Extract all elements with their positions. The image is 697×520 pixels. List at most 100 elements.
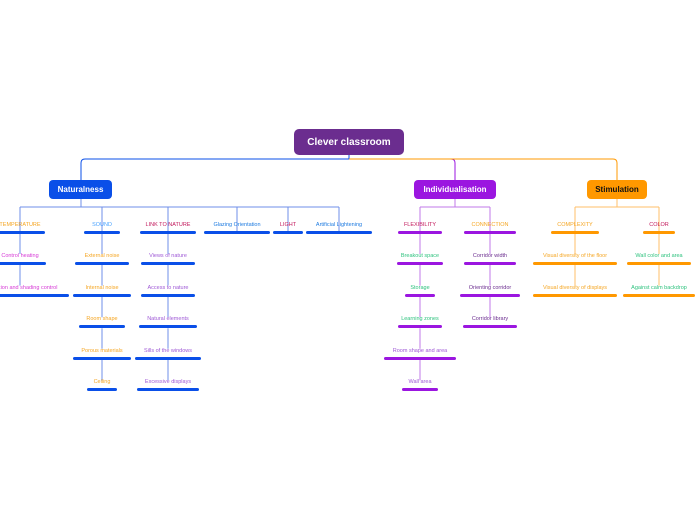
node-underline — [397, 262, 443, 265]
node-label: COMPLEXITY — [557, 222, 593, 228]
leaf-node[interactable]: Excessive displays — [103, 378, 233, 392]
node-underline — [384, 356, 456, 360]
leaf-node[interactable]: Natural elements — [103, 315, 233, 329]
branch-connector — [349, 158, 456, 180]
node-underline — [533, 293, 617, 297]
leaf-node[interactable]: Wall color and area — [594, 252, 697, 266]
node-label: Orienting corridor — [468, 284, 512, 291]
branch-node-individualisation[interactable]: Individualisation — [414, 180, 496, 199]
leaf-node[interactable]: External noise — [37, 252, 167, 266]
node-label: Sills of the windows — [144, 347, 192, 354]
node-label: Against calm backdrop — [631, 284, 687, 291]
node-underline — [137, 388, 199, 392]
category-node[interactable]: COMPLEXITY — [510, 221, 640, 235]
leaf-node[interactable]: Control heating — [0, 252, 85, 266]
node-underline — [623, 293, 695, 297]
leaf-node[interactable]: Room shape — [37, 315, 167, 329]
leaf-node[interactable]: Against calm backdrop — [594, 284, 697, 298]
branch-connector — [349, 158, 618, 180]
category-node[interactable]: TEMPERATURE — [0, 221, 85, 235]
leaf-node[interactable]: Room shape and area — [355, 347, 485, 361]
branch-node-stimulation[interactable]: Stimulation — [587, 180, 647, 199]
leaf-node[interactable]: Views of nature — [103, 252, 233, 266]
leaf-node[interactable]: Breakout space — [355, 252, 485, 266]
node-label: Wall color and area — [635, 253, 683, 259]
node-label: Storage — [410, 284, 430, 291]
leaf-node[interactable]: Corridor width — [425, 252, 555, 266]
node-label: Visual diversity of the floor — [542, 253, 608, 259]
node-underline — [463, 325, 517, 329]
node-label: Ventilation and shading control — [0, 284, 58, 291]
node-label: Glazing Orientation — [213, 222, 261, 228]
category-node[interactable]: CONNECTION — [425, 221, 555, 235]
leaf-node[interactable]: Learning zones — [355, 315, 485, 329]
node-underline — [405, 293, 435, 297]
node-label: Room shape and area — [392, 347, 448, 354]
branch-label: Stimulation — [595, 185, 639, 194]
node-label: Wall area — [408, 379, 432, 386]
category-node[interactable]: COLOR — [594, 221, 697, 235]
node-underline — [627, 262, 691, 265]
node-label: External noise — [84, 253, 120, 259]
node-underline — [84, 231, 120, 234]
node-label: Breakout space — [400, 253, 440, 259]
node-underline — [141, 293, 195, 297]
node-underline — [79, 325, 125, 329]
node-label: Excessive displays — [144, 379, 192, 386]
node-label: Porous materials — [81, 347, 123, 354]
leaf-node[interactable]: Wall area — [355, 378, 485, 392]
node-label: TEMPERATURE — [0, 222, 41, 228]
node-label: Views of nature — [149, 253, 187, 259]
leaf-node[interactable]: Corridor library — [425, 315, 555, 329]
node-underline — [0, 293, 69, 297]
node-label: Artificial Lightening — [315, 222, 363, 228]
node-underline — [402, 388, 438, 392]
node-underline — [0, 262, 46, 265]
node-underline — [398, 231, 442, 234]
leaf-node[interactable]: Internal noise — [37, 284, 167, 298]
root-node-clever-classroom[interactable]: Clever classroom — [294, 129, 404, 155]
node-underline — [73, 356, 131, 360]
category-node[interactable]: Artificial Lightening — [274, 221, 404, 235]
category-node[interactable]: LIGHT — [223, 221, 353, 235]
node-underline — [0, 231, 45, 234]
node-underline — [135, 356, 201, 360]
node-underline — [643, 231, 675, 234]
node-underline — [73, 293, 131, 297]
category-node[interactable]: Glazing Orientation — [172, 221, 302, 235]
node-label: LINK TO NATURE — [145, 222, 191, 228]
branch-node-naturalness[interactable]: Naturalness — [49, 180, 112, 199]
leaf-node[interactable]: Visual diversity of displays — [510, 284, 640, 298]
category-node[interactable]: LINK TO NATURE — [103, 221, 233, 235]
leaf-node[interactable]: Visual diversity of the floor — [510, 252, 640, 266]
node-underline — [464, 231, 516, 234]
root-node-label: Clever classroom — [307, 136, 391, 148]
node-underline — [306, 231, 372, 234]
node-label: Room shape — [86, 316, 118, 323]
leaf-node[interactable]: Orienting corridor — [425, 284, 555, 298]
node-underline — [464, 262, 516, 265]
leaf-node[interactable]: Porous materials — [37, 347, 167, 361]
node-label: Visual diversity of displays — [542, 284, 608, 291]
category-node[interactable]: SOUND — [37, 221, 167, 235]
leaf-node[interactable]: Ceiling — [37, 378, 167, 392]
node-underline — [75, 262, 129, 265]
leaf-node[interactable]: Sills of the windows — [103, 347, 233, 361]
node-label: Corridor width — [472, 253, 508, 259]
node-label: SOUND — [92, 222, 112, 228]
node-label: LIGHT — [279, 222, 297, 228]
branch-connector — [80, 158, 349, 180]
node-label: CONNECTION — [471, 222, 509, 228]
category-node[interactable]: FLEXIBILITY — [355, 221, 485, 235]
node-label: COLOR — [649, 222, 669, 228]
leaf-node[interactable]: Access to nature — [103, 284, 233, 298]
node-underline — [533, 262, 617, 265]
leaf-node[interactable]: Ventilation and shading control — [0, 284, 85, 298]
node-underline — [140, 231, 196, 234]
node-underline — [87, 388, 117, 392]
branch-label: Naturalness — [57, 185, 104, 194]
node-label: Ceiling — [93, 379, 111, 386]
leaf-node[interactable]: Storage — [355, 284, 485, 298]
